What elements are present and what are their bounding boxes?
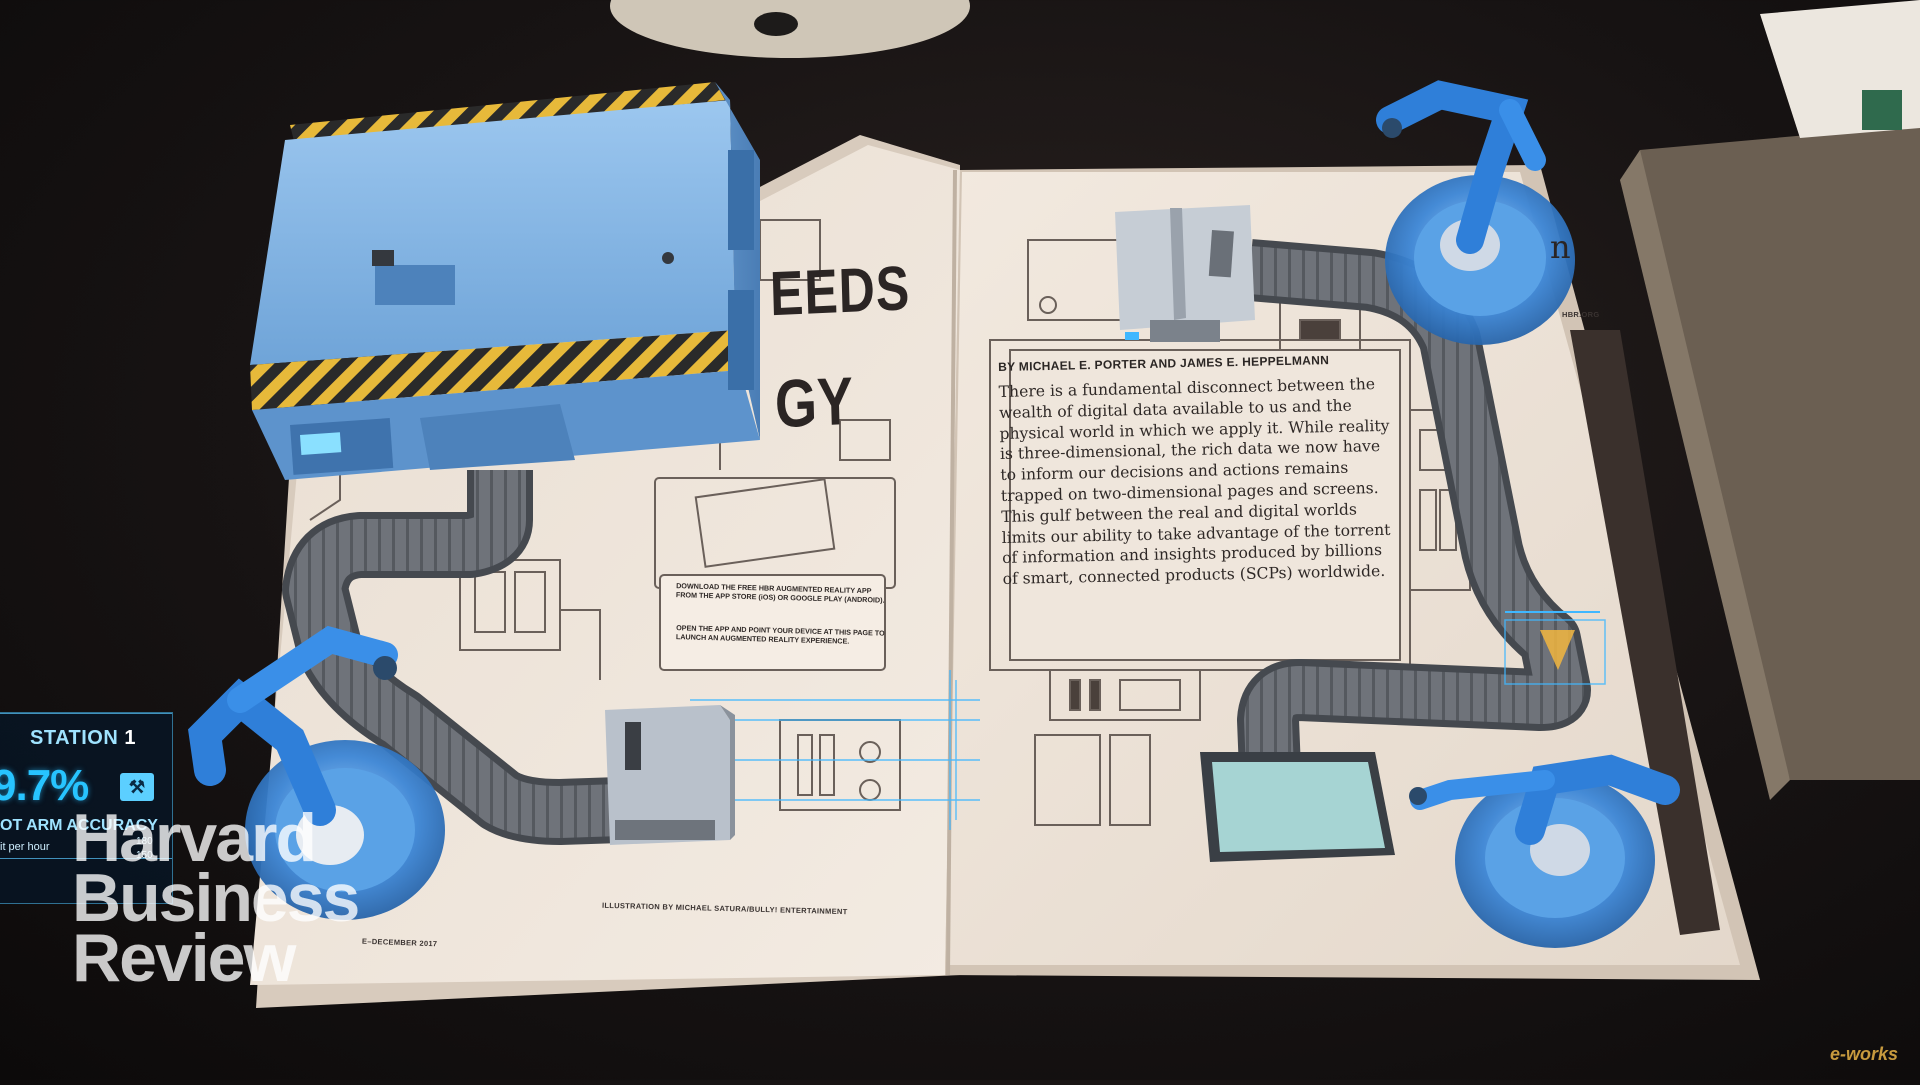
hud-ticks: 180 150 xyxy=(136,835,153,863)
robot-arm-left xyxy=(188,625,445,920)
metric-label: OT ARM ACCURACY xyxy=(0,817,158,834)
display-tablet xyxy=(1200,752,1395,862)
machine-small-grey-left xyxy=(605,705,735,845)
hbr-logo: Harvard Business Review xyxy=(72,800,360,996)
logo-line-2: Business xyxy=(72,860,360,936)
robot-arm-icon: ⚒ xyxy=(120,773,154,801)
article-excerpt: BY MICHAEL E. PORTER AND JAMES E. HEPPEL… xyxy=(998,352,1396,650)
laptop xyxy=(1620,125,1920,800)
ar-data-glyph xyxy=(1504,611,1606,685)
page-url: HBR.ORG xyxy=(1562,310,1600,319)
robot-arm-bottom-right xyxy=(1409,754,1680,948)
tick-bottom: 150 xyxy=(136,850,153,861)
station-label: STATION 1 xyxy=(30,727,136,750)
right-page-illustration xyxy=(989,239,1471,826)
station-hud-panel: STATION 1 9.7% ⚒ OT ARM ACCURACY it per … xyxy=(0,712,173,904)
headline-fragment-top: EEDS xyxy=(769,252,912,330)
machine-large-blue xyxy=(250,82,760,480)
logo-line-3: Review xyxy=(72,920,296,996)
article-body: There is a fundamental disconnect betwee… xyxy=(998,375,1391,589)
station-number: 1 xyxy=(124,727,136,749)
robot-arm-top-right xyxy=(1376,80,1575,345)
page-letter: n xyxy=(1550,228,1571,266)
lamp-base xyxy=(610,0,970,58)
rate-label: it per hour xyxy=(0,841,50,853)
machine-small-grey-right xyxy=(1115,205,1255,342)
watermark: e-works xyxy=(1830,1044,1899,1064)
accuracy-value: 9.7% xyxy=(0,761,89,810)
station-label-text: STATION xyxy=(30,727,119,749)
logo-line-1: Harvard xyxy=(72,800,317,876)
headline-fragment-bottom: GY xyxy=(773,363,855,443)
white-card xyxy=(1760,0,1920,138)
ar-guide-lines xyxy=(690,670,980,830)
tick-top: 180 xyxy=(136,836,153,847)
